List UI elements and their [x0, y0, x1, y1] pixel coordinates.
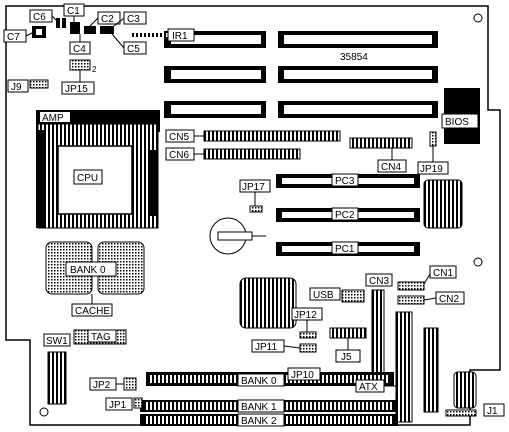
- label-c1: C1: [67, 6, 80, 17]
- cn4-header: [349, 137, 413, 149]
- jp12-jumper: [299, 331, 317, 339]
- label-bank0-dimm: BANK 0: [241, 376, 277, 387]
- cn1-header: [397, 281, 425, 291]
- label-cache-bank0: BANK 0: [70, 265, 106, 276]
- isa-slots: [164, 31, 438, 118]
- j5-header: [329, 327, 367, 339]
- mount-hole: [473, 257, 483, 267]
- jp17-jumper: [249, 205, 263, 213]
- keyboard-connector: [453, 371, 477, 409]
- label-cn6: CN6: [169, 150, 189, 161]
- jp19-jumper: [429, 131, 437, 147]
- mount-hole: [39, 407, 49, 417]
- label-c4: C4: [73, 44, 86, 55]
- label-j9: J9: [11, 82, 22, 93]
- rear-connector: [423, 327, 439, 413]
- isa-slot: [171, 70, 261, 79]
- label-sw1: SW1: [46, 336, 68, 347]
- label-jp17: JP17: [242, 182, 265, 193]
- callouts-capacitors: [3, 3, 147, 55]
- isa-slot: [284, 70, 432, 79]
- label-cache: CACHE: [75, 306, 110, 317]
- label-jp19: JP19: [420, 164, 443, 175]
- label-cn2: CN2: [439, 294, 459, 305]
- chipset: [423, 179, 463, 229]
- label-amp: AMP: [42, 113, 64, 124]
- cn2-header: [397, 295, 425, 305]
- label-jp10: JP10: [291, 370, 314, 381]
- label-ir1: IR1: [172, 31, 188, 42]
- label-jp2: JP2: [93, 380, 111, 391]
- label-bios: BIOS: [445, 117, 469, 128]
- label-c3: C3: [127, 14, 140, 25]
- sw1-switch: [47, 351, 67, 405]
- cn3-header: [371, 289, 385, 381]
- jp11-jumper: [299, 343, 317, 353]
- label-jp15: JP15: [65, 84, 88, 95]
- jp15-jumper: [69, 59, 91, 71]
- label-pc3: PC3: [335, 176, 355, 187]
- mount-hole: [473, 13, 483, 23]
- label-cn1: CN1: [433, 268, 453, 279]
- label-tag: TAG: [91, 332, 111, 343]
- label-cn4: CN4: [381, 162, 401, 173]
- isa-slot: [284, 35, 432, 44]
- label-bank2: BANK 2: [241, 416, 277, 427]
- jp1-jumper: [133, 397, 143, 409]
- cn6-header: [203, 148, 301, 160]
- label-atx: ATX: [359, 382, 378, 393]
- label-jp11: JP11: [255, 342, 277, 353]
- label-usb: USB: [313, 290, 334, 301]
- isa-slot: [171, 105, 261, 114]
- isa-slot: [171, 35, 261, 44]
- label-bank1: BANK 1: [241, 402, 277, 413]
- label-cn5: CN5: [169, 132, 189, 143]
- label-c2: C2: [101, 14, 114, 25]
- ir1-header: [130, 33, 168, 37]
- atx-power-connector: [395, 311, 413, 423]
- label-pc2: PC2: [335, 210, 355, 221]
- controller-chip: [239, 277, 297, 329]
- label-pc1: PC1: [335, 244, 355, 255]
- cpu-socket: [36, 110, 160, 229]
- j9-header: [29, 79, 49, 89]
- label-j5: J5: [341, 352, 352, 363]
- label-jp1: JP1: [109, 400, 127, 411]
- usb-header: [341, 289, 365, 303]
- label-c5: C5: [127, 44, 140, 55]
- isa-slot: [284, 105, 432, 114]
- label-jp12: JP12: [294, 310, 317, 321]
- label-j1: J1: [487, 406, 498, 417]
- label-cn3: CN3: [369, 276, 389, 287]
- cn5-header: [203, 130, 341, 142]
- label-c7: C7: [7, 32, 20, 43]
- capacitor-group: [32, 18, 114, 38]
- board-id: 35854: [340, 52, 368, 63]
- j1-header: [445, 409, 477, 417]
- label-jp15-pin: 2: [92, 65, 97, 74]
- jp2-jumper: [123, 377, 137, 391]
- label-cpu: CPU: [77, 173, 98, 184]
- label-c6: C6: [33, 12, 46, 23]
